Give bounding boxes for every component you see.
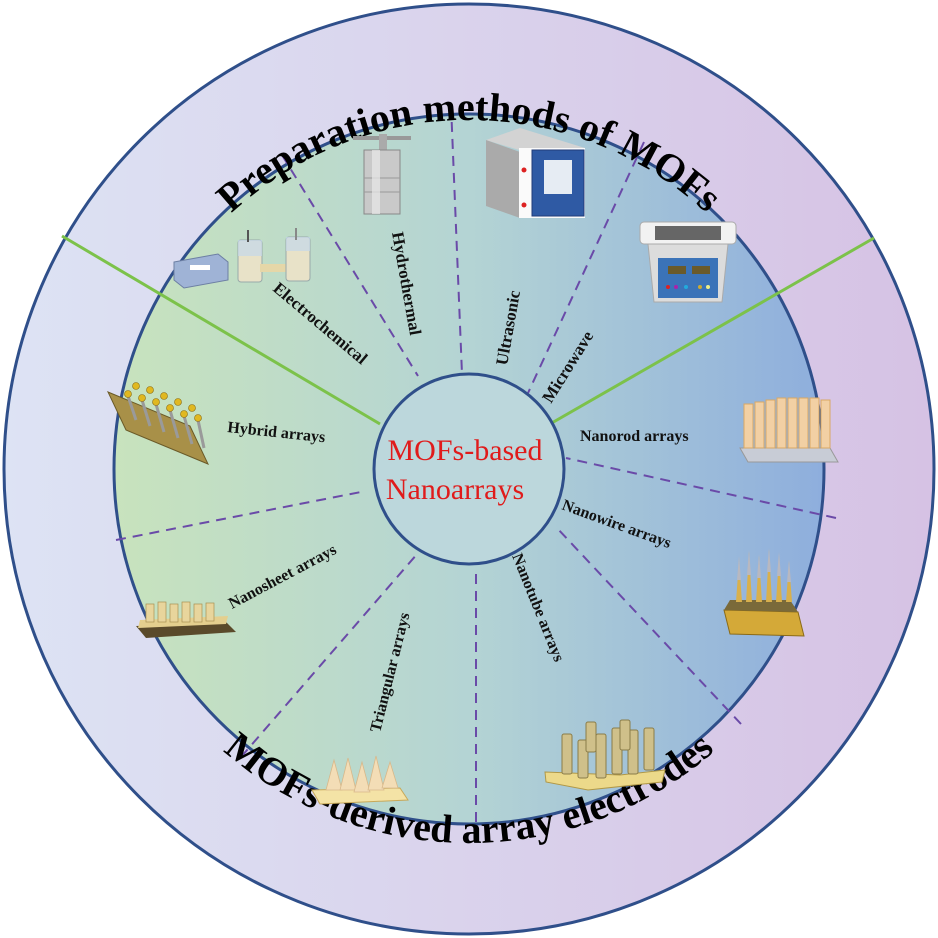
divider-solid-left — [61, 234, 381, 426]
center-line2: Nanoarrays — [386, 473, 524, 506]
center-line1: MOFs-based — [388, 434, 543, 467]
autoclave-icon — [353, 134, 411, 215]
divider-dashed — [281, 154, 419, 377]
center-core — [372, 372, 566, 566]
dashed-dividers — [115, 104, 837, 839]
oven-icon — [486, 128, 585, 218]
divider-dashed — [450, 104, 463, 375]
triangular-array-icon — [311, 755, 409, 805]
divider-dashed — [555, 526, 742, 725]
electrochemical-cell-icon — [173, 228, 311, 289]
label-nanorod: Nanorod arrays — [580, 428, 689, 445]
nanowire-array-icon — [723, 548, 805, 637]
nanorod-array-icon — [739, 397, 839, 463]
nanotube-array-icon — [544, 719, 666, 791]
ultrasonic-bath-icon — [639, 221, 737, 303]
divider-dashed — [565, 457, 837, 519]
divider-solid-right — [549, 236, 875, 426]
divider-dashed — [240, 552, 419, 758]
divider-dashed — [527, 141, 645, 394]
hybrid-array-icon — [106, 382, 210, 465]
divider-dashed — [115, 490, 367, 541]
nanosheet-array-icon — [136, 601, 236, 638]
